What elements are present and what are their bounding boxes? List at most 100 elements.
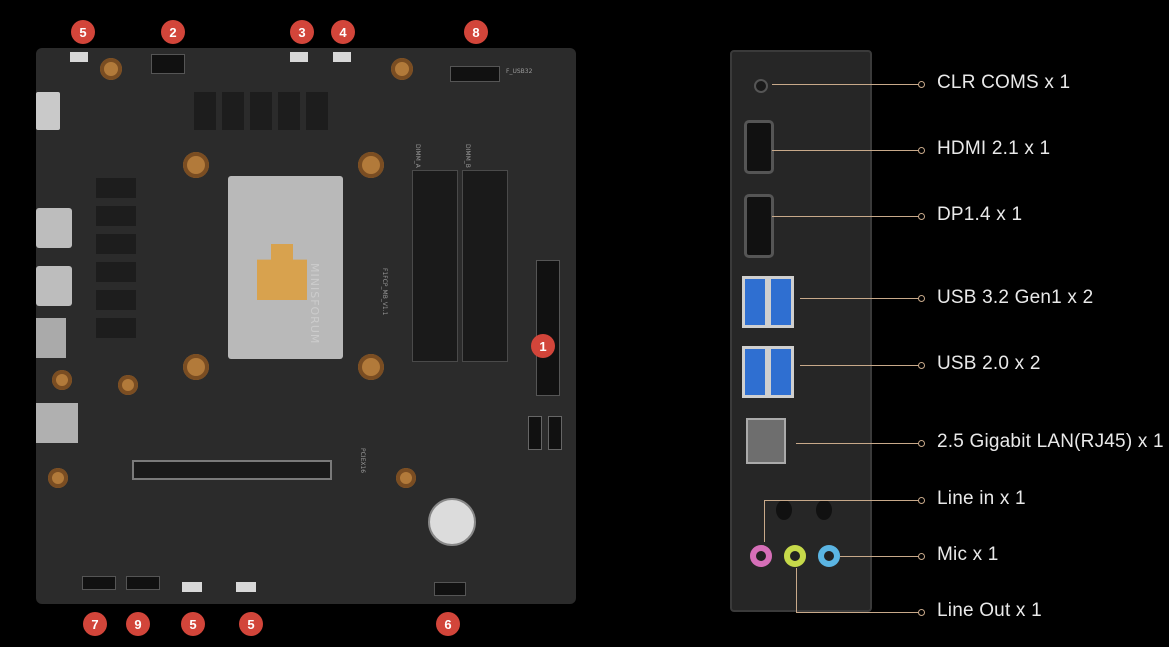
- badge-4: 4: [331, 20, 355, 44]
- antenna-hole: [776, 500, 792, 520]
- callout-line: [772, 216, 920, 217]
- line-in-jack: [750, 545, 772, 567]
- clr-cmos-button: [754, 79, 768, 93]
- label-mic: Mic x 1: [937, 544, 999, 565]
- badge-5: 5: [239, 612, 263, 636]
- mounting-hole: [48, 468, 68, 488]
- motherboard: MINISFORUM F1FCP_MB_V1.1 DIMM_A DIMM_B F…: [36, 48, 576, 604]
- hdmi-port: [744, 120, 774, 174]
- callout-line: [796, 612, 920, 613]
- badge-6: 6: [436, 612, 460, 636]
- vrm-choke: [222, 92, 244, 130]
- atx-24pin: [536, 260, 560, 396]
- usb20-port: [768, 346, 794, 398]
- cpu-die: [257, 244, 307, 300]
- brand-silkscreen: MINISFORUM: [308, 263, 321, 345]
- label-usb32: USB 3.2 Gen1 x 2: [937, 287, 1094, 308]
- dimm-slot-b: [462, 170, 508, 362]
- usb-c-port: [36, 266, 72, 306]
- label-usb20: USB 2.0 x 2: [937, 353, 1041, 374]
- f-usb32-label: F_USB32: [506, 68, 533, 75]
- vrm-choke: [194, 92, 216, 130]
- front-audio-header: [82, 576, 116, 590]
- callout-dot: [918, 553, 925, 560]
- usb-c-port: [36, 208, 72, 248]
- vrm-choke: [96, 178, 136, 198]
- callout-dot: [918, 440, 925, 447]
- badge-3: 3: [290, 20, 314, 44]
- sata-1: [528, 416, 542, 450]
- callout-dot: [918, 81, 925, 88]
- callout-line: [772, 150, 920, 151]
- mounting-hole: [391, 58, 413, 80]
- callout-line: [772, 84, 920, 85]
- line-out-jack: [784, 545, 806, 567]
- rear-io-panel: [730, 50, 872, 612]
- vrm-choke: [96, 262, 136, 282]
- sata-2: [548, 416, 562, 450]
- label-hdmi: HDMI 2.1 x 1: [937, 138, 1051, 159]
- mounting-hole: [118, 375, 138, 395]
- lan-port: [36, 318, 66, 358]
- callout-dot: [918, 609, 925, 616]
- dimm-a-label: DIMM_A: [414, 144, 421, 168]
- vrm-choke: [96, 318, 136, 338]
- audio-port: [36, 403, 78, 443]
- cmos-battery: [428, 498, 476, 546]
- callout-line: [796, 443, 920, 444]
- lan-port: [746, 418, 786, 464]
- badge-5: 5: [181, 612, 205, 636]
- badge-9: 9: [126, 612, 150, 636]
- usb20-port: [742, 346, 768, 398]
- vrm-choke: [96, 206, 136, 226]
- f-panel-header: [434, 582, 466, 596]
- hdmi-port: [36, 92, 60, 130]
- usb32-port: [768, 276, 794, 328]
- dimm-slot-a: [412, 170, 458, 362]
- mic-jack: [818, 545, 840, 567]
- f-usb32-header: [450, 66, 500, 82]
- callout-line: [840, 556, 920, 557]
- callout-line: [800, 298, 920, 299]
- callout-dot: [918, 497, 925, 504]
- fan-header: [70, 52, 88, 62]
- callout-line: [800, 365, 920, 366]
- pcie-label: PCIEX16: [359, 448, 366, 474]
- callout-dot: [918, 295, 925, 302]
- atx12v-header: [151, 54, 185, 74]
- vrm-choke: [278, 92, 300, 130]
- model-silkscreen: F1FCP_MB_V1.1: [381, 268, 388, 316]
- callout-line: [764, 500, 765, 542]
- label-line-out: Line Out x 1: [937, 600, 1042, 621]
- badge-7: 7: [83, 612, 107, 636]
- label-clr-cmos: CLR COMS x 1: [937, 72, 1071, 93]
- label-line-in: Line in x 1: [937, 488, 1026, 509]
- f-usb2-header: [126, 576, 160, 590]
- cpu-package: [228, 176, 343, 359]
- mounting-hole: [52, 370, 72, 390]
- callout-line: [764, 500, 920, 501]
- usb32-port: [742, 276, 768, 328]
- mounting-hole: [396, 468, 416, 488]
- vrm-choke: [96, 234, 136, 254]
- mounting-hole: [358, 354, 384, 380]
- badge-2: 2: [161, 20, 185, 44]
- displayport-port: [744, 194, 774, 258]
- sys-fan2-header: [182, 582, 202, 592]
- mounting-hole: [183, 152, 209, 178]
- mounting-hole: [100, 58, 122, 80]
- label-dp: DP1.4 x 1: [937, 204, 1023, 225]
- vrm-choke: [96, 290, 136, 310]
- sys-fan1-header: [236, 582, 256, 592]
- badge-8: 8: [464, 20, 488, 44]
- vrm-choke: [250, 92, 272, 130]
- callout-dot: [918, 362, 925, 369]
- badge-5: 5: [71, 20, 95, 44]
- badge-1: 1: [531, 334, 555, 358]
- cpu-fan-header: [290, 52, 308, 62]
- pump-header: [333, 52, 351, 62]
- mounting-hole: [183, 354, 209, 380]
- callout-line: [796, 568, 797, 612]
- mounting-hole: [358, 152, 384, 178]
- dimm-b-label: DIMM_B: [464, 144, 471, 168]
